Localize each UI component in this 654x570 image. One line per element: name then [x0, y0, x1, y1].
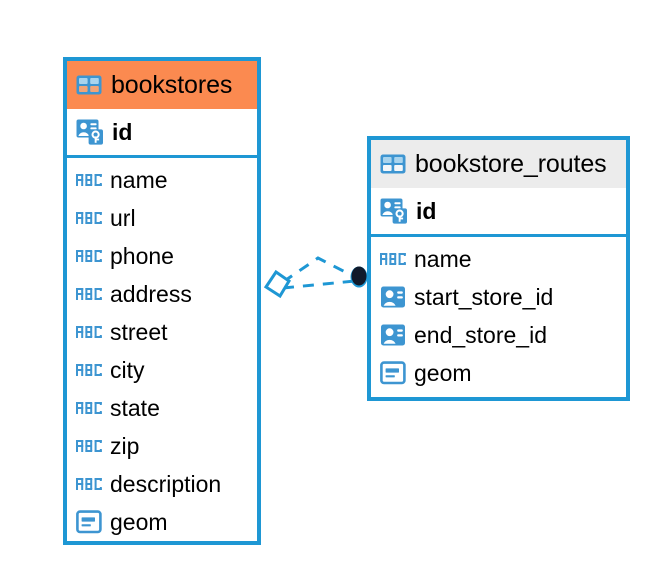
field-row-state[interactable]: state — [67, 389, 257, 427]
primary-key-icon — [76, 118, 104, 146]
field-row-id[interactable]: id — [371, 188, 626, 234]
entity-title: bookstores — [111, 70, 233, 99]
field-label: url — [110, 204, 136, 231]
entity-bookstore-routes[interactable]: bookstore_routes — [367, 136, 630, 401]
field-label: geom — [110, 508, 168, 535]
primary-key-band: id — [67, 109, 257, 158]
text-abc-icon — [76, 476, 102, 492]
text-abc-icon — [76, 400, 102, 416]
field-row-street[interactable]: street — [67, 313, 257, 351]
entity-header-bookstore-routes[interactable]: bookstore_routes — [371, 140, 626, 188]
field-row-name[interactable]: name — [371, 240, 626, 278]
text-abc-icon — [76, 324, 102, 340]
field-list-bookstores: name url phone address street city state zip des… — [67, 158, 257, 545]
connector-lower-branch — [282, 279, 356, 290]
field-row-name[interactable]: name — [67, 161, 257, 199]
text-abc-icon — [76, 210, 102, 226]
field-row-url[interactable]: url — [67, 199, 257, 237]
field-label: end_store_id — [414, 321, 547, 348]
field-row-address[interactable]: address — [67, 275, 257, 313]
text-abc-icon — [76, 362, 102, 378]
field-row-start-store-id[interactable]: start_store_id — [371, 278, 626, 316]
table-icon — [76, 75, 102, 95]
foreign-key-icon — [380, 322, 406, 348]
text-abc-icon — [76, 438, 102, 454]
field-label: description — [110, 470, 222, 497]
field-row-phone[interactable]: phone — [67, 237, 257, 275]
connector-upper-branch — [282, 256, 356, 284]
field-label: name — [110, 166, 168, 193]
primary-key-band: id — [371, 188, 626, 237]
text-abc-icon — [76, 286, 102, 302]
filled-circle-icon — [350, 266, 368, 288]
field-row-id[interactable]: id — [67, 109, 257, 155]
entity-bookstores[interactable]: bookstores — [63, 57, 261, 545]
foreign-key-icon — [380, 284, 406, 310]
field-row-description[interactable]: description — [67, 465, 257, 503]
field-label: start_store_id — [414, 283, 554, 310]
entity-title: bookstore_routes — [415, 149, 607, 178]
field-label: street — [110, 318, 168, 345]
field-label: name — [414, 245, 472, 272]
field-row-zip[interactable]: zip — [67, 427, 257, 465]
field-label: zip — [110, 432, 140, 459]
text-abc-icon — [76, 248, 102, 264]
field-label: id — [112, 118, 133, 145]
table-icon — [380, 154, 406, 174]
diamond-outline-icon — [263, 269, 292, 299]
entity-header-bookstores[interactable]: bookstores — [67, 61, 257, 109]
geometry-icon — [76, 510, 102, 534]
field-label: id — [416, 197, 437, 224]
field-row-geom[interactable]: geom — [371, 354, 626, 392]
text-abc-icon — [380, 251, 406, 267]
field-row-city[interactable]: city — [67, 351, 257, 389]
field-label: address — [110, 280, 192, 307]
primary-key-icon — [380, 197, 408, 225]
field-row-end-store-id[interactable]: end_store_id — [371, 316, 626, 354]
field-label: state — [110, 394, 160, 421]
field-label: geom — [414, 359, 472, 386]
field-label: phone — [110, 242, 174, 269]
geometry-icon — [380, 361, 406, 385]
text-abc-icon — [76, 172, 102, 188]
field-label: city — [110, 356, 145, 383]
field-row-geom[interactable]: geom — [67, 503, 257, 541]
